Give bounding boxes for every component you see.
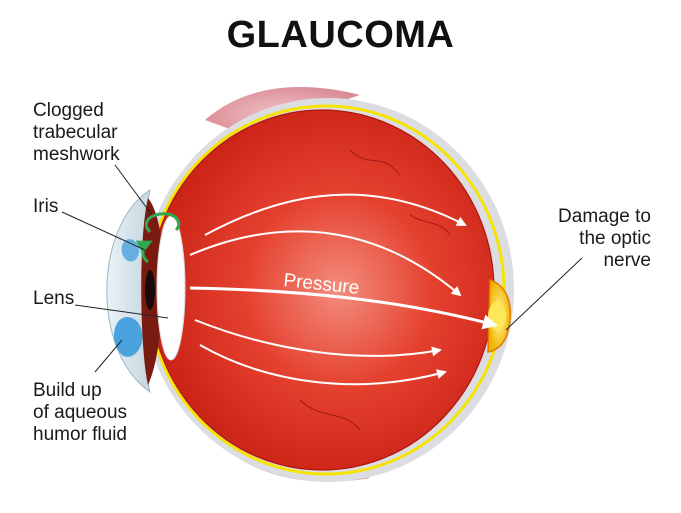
leader-lens: [74, 304, 169, 319]
label-optic: Damage to the optic nerve: [558, 206, 651, 271]
label-aqueous: Build up of aqueous humor fluid: [33, 380, 128, 445]
leader-iris: [61, 211, 146, 251]
flow-arrow: [189, 230, 462, 297]
flow-arrow: [194, 319, 442, 357]
label-lens: Lens: [33, 288, 75, 309]
green-arrow: [144, 212, 181, 234]
leader-trabecular: [114, 164, 153, 216]
aqueous-fluid: [113, 317, 143, 357]
flow-arrow: [199, 344, 447, 386]
flow-arrow: [204, 193, 467, 236]
label-trabecular: Clogged trabecular meshwork: [33, 100, 120, 165]
lens: [156, 215, 186, 361]
pressure-arrow: [189, 286, 498, 330]
label-iris: Iris: [33, 196, 59, 217]
leader-aqueous: [94, 339, 123, 373]
leader-optic: [505, 257, 583, 331]
diagram-title: GLAUCOMA: [226, 14, 455, 56]
